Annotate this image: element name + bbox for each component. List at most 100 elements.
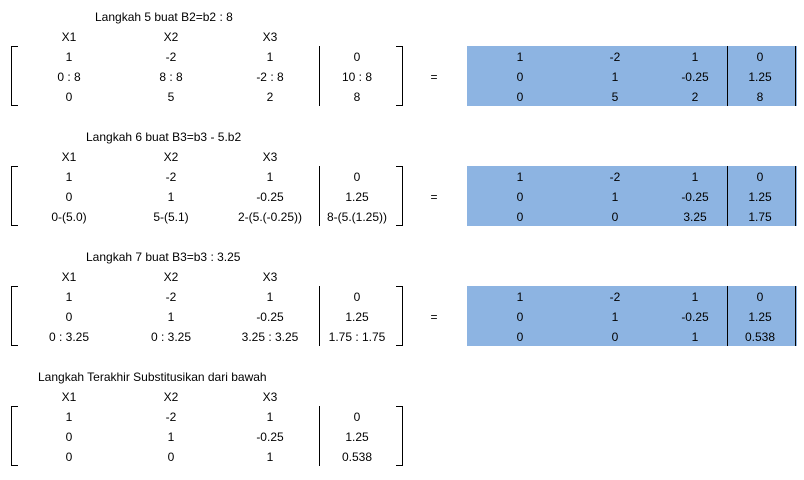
augmented-matrix: 1 -2 1 0 0 1 -0.25 1.25 0-(5.0) 5-(5.1) … [0,166,410,226]
result-cell: 1 [611,190,619,204]
cell: 1.75 : 1.75 [328,330,386,344]
result-cell: 1 [691,170,699,184]
cell: -2 : 8 [256,70,284,84]
cell: 3.25 : 3.25 [241,330,299,344]
right-bracket [396,406,403,466]
header-x3: X3 [262,390,278,404]
equals-sign: = [430,190,438,204]
result-cell: -2 [609,170,621,184]
step-7-section: Langkah 7 buat B3=b3 : 3.25 X1 X2 X3 1 -… [0,240,804,360]
equals-sign: = [430,310,438,324]
cell: 8 [353,90,361,104]
result-cell: 1 [611,310,619,324]
result-cell: 1.25 [748,310,772,324]
cell: 0 [353,170,361,184]
result-cell: 1 [516,290,524,304]
cell: 1 [266,50,274,64]
cell: 2-(5.(-0.25)) [237,210,302,224]
left-bracket [11,166,18,226]
right-bracket [396,46,403,106]
cell: 0 [167,450,175,464]
step-5-section: Langkah 5 buat B2=b2 : 8 X1 X2 X3 1 -2 1… [0,0,804,120]
result-cell: -2 [609,290,621,304]
result-cell: 1.25 [748,70,772,84]
result-fill: 1 -2 1 0 0 1 -0.25 1.25 0 0 3.25 1.75 [467,166,797,226]
result-cell: 1 [691,330,699,344]
result-cell: -0.25 [681,310,709,324]
header-x1: X1 [61,390,77,404]
result-matrix: 1 -2 1 0 0 1 -0.25 1.25 0 5 2 8 [0,46,804,106]
cell: 0 [65,90,73,104]
result-matrix: 1 -2 1 0 0 1 -0.25 1.25 0 0 1 0.538 [0,286,804,346]
result-cell: 0 [756,290,764,304]
augment-separator [319,46,320,106]
cell: 0 [353,50,361,64]
result-cell: 0 [611,210,619,224]
augmented-matrix: 1 -2 1 0 0 1 -0.25 1.25 0 0 1 0.538 [0,406,410,466]
cell: 0 [353,410,361,424]
cell: -2 [165,410,177,424]
cell: 0 : 8 [57,70,81,84]
result-cell: 1 [611,70,619,84]
cell: 1 [266,410,274,424]
cell: 1 [65,170,73,184]
header-x1: X1 [61,270,77,284]
result-cell: 0 [756,170,764,184]
augment-separator [727,166,728,226]
header-x1: X1 [61,30,77,44]
augment-separator [319,406,320,466]
cell: 1.25 [345,310,369,324]
augment-separator [319,286,320,346]
result-cell: -0.25 [681,70,709,84]
cell: -0.25 [256,430,284,444]
cell: 1 [65,50,73,64]
result-border [795,286,796,346]
header-x3: X3 [262,150,278,164]
header-x1: X1 [61,150,77,164]
left-bracket [11,406,18,466]
cell: 0 [65,190,73,204]
header-x2: X2 [163,270,179,284]
cell: 0 [65,450,73,464]
result-cell: 1.25 [748,190,772,204]
result-cell: 0 [516,190,524,204]
cell: 10 : 8 [341,70,373,84]
step-6-section: Langkah 6 buat B3=b3 - 5.b2 X1 X2 X3 1 -… [0,120,804,240]
right-bracket [396,166,403,226]
result-cell: 3.25 [683,210,707,224]
cell: 0 [65,430,73,444]
cell: 1 [167,310,175,324]
result-cell: 1 [691,290,699,304]
left-bracket [11,286,18,346]
augmented-matrix: 1 -2 1 0 0 1 -0.25 1.25 0 : 3.25 0 : 3.2… [0,286,410,346]
cell: 1.25 [345,190,369,204]
result-cell: 0 [516,310,524,324]
result-cell: 8 [756,90,764,104]
result-cell: 0 [756,50,764,64]
augment-separator [319,166,320,226]
cell: 1 [266,170,274,184]
result-cell: 1 [516,50,524,64]
right-bracket [396,286,403,346]
step-title: Langkah Terakhir Substitusikan dari bawa… [38,370,267,384]
cell: 0 [65,310,73,324]
result-cell: 1 [691,50,699,64]
result-cell: 5 [611,90,619,104]
cell: -0.25 [256,310,284,324]
cell: -2 [165,50,177,64]
cell: 5-(5.1) [153,210,189,224]
result-border [795,46,796,106]
result-fill: 1 -2 1 0 0 1 -0.25 1.25 0 5 2 8 [467,46,797,106]
step-title: Langkah 5 buat B2=b2 : 8 [95,10,233,24]
cell: 1 [167,430,175,444]
augment-separator [727,46,728,106]
cell: -2 [165,170,177,184]
cell: -2 [165,290,177,304]
result-fill: 1 -2 1 0 0 1 -0.25 1.25 0 0 1 0.538 [467,286,797,346]
step-title: Langkah 7 buat B3=b3 : 3.25 [86,250,241,264]
cell: 1 [65,290,73,304]
final-step-section: Langkah Terakhir Substitusikan dari bawa… [0,360,804,480]
result-cell: -2 [609,50,621,64]
cell: 2 [266,90,274,104]
augment-separator [727,286,728,346]
